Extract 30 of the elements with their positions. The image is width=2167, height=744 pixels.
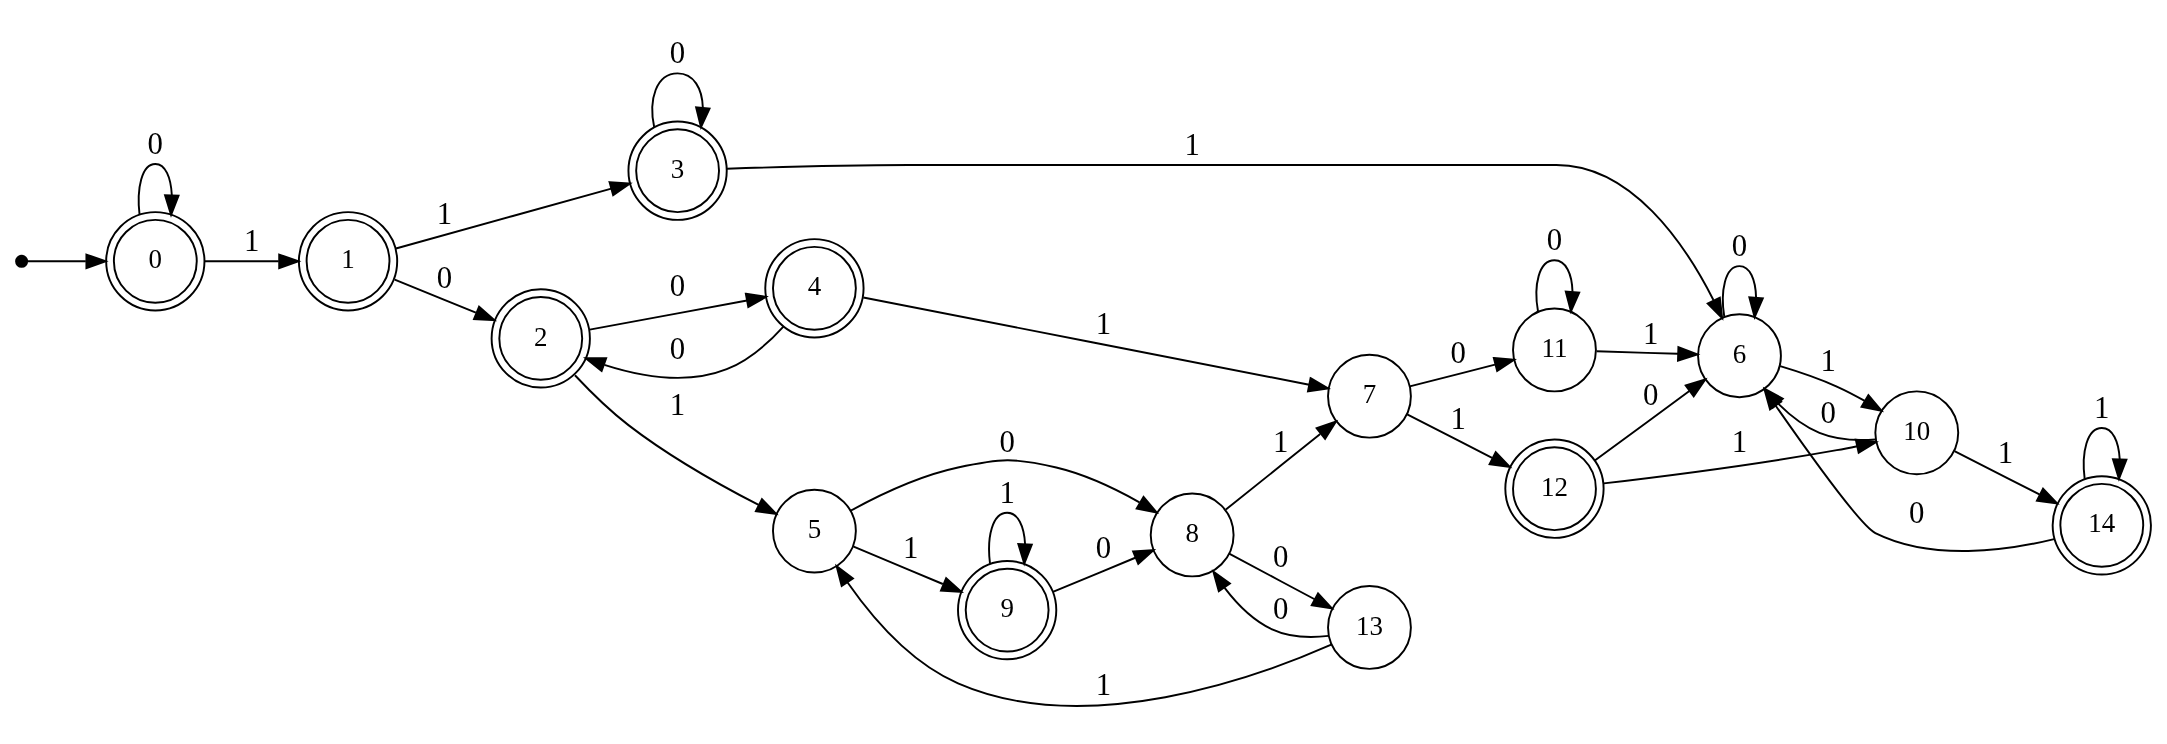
edge-label: 1 [999, 475, 1015, 510]
edge-label: 0 [1546, 222, 1563, 257]
edge-label: 0 [1095, 530, 1112, 565]
edge-label: 1 [2094, 390, 2110, 425]
edge-label: 1 [1095, 306, 1112, 341]
edge-label: 0 [1909, 495, 1925, 530]
edge-label: 1 [1820, 343, 1836, 378]
edge-label: 0 [1450, 335, 1466, 370]
edge-label: 1 [1273, 424, 1289, 459]
edge-label: 1 [903, 530, 919, 565]
edge-label: 0 [1643, 377, 1659, 412]
edge-label: 0 [999, 424, 1015, 459]
edge-label: 0 [1820, 395, 1836, 430]
edge-label: 0 [669, 268, 686, 303]
edge-label: 1 [436, 196, 453, 231]
edge-label: 1 [243, 223, 260, 258]
edge-label: 1 [669, 387, 686, 422]
edge-label: 0 [669, 35, 686, 70]
edge-label: 1 [1997, 435, 2014, 470]
edge-label: 1 [1184, 127, 1200, 162]
edge-label: 0 [436, 260, 453, 295]
edge-label: 1 [1731, 424, 1748, 459]
edge-label: 1 [1643, 316, 1659, 351]
edge-label: 0 [1273, 539, 1289, 574]
edge-label: 0 [669, 331, 686, 366]
edge-label: 1 [1095, 667, 1112, 702]
edge-label: 0 [1731, 228, 1748, 263]
edge-label: 0 [1273, 591, 1289, 626]
edge-label: 0 [147, 126, 164, 161]
edge-label: 1 [1450, 401, 1466, 436]
